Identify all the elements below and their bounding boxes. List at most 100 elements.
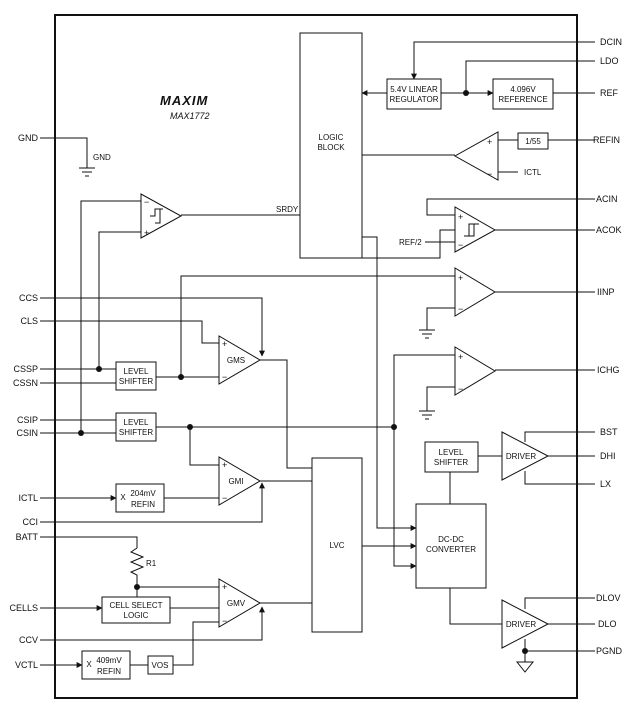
- wire-acin: [426, 198, 595, 216]
- label-internal-gnd: GND: [93, 153, 111, 162]
- level-shifter-2: [115, 412, 157, 442]
- acok-comparator: [454, 206, 497, 253]
- pin-csin: CSIN: [16, 428, 38, 438]
- reference-label: REFERENCE: [498, 95, 547, 104]
- wire-dcdc-driver-low: [449, 588, 502, 625]
- pin-ccs: CCS: [19, 293, 38, 303]
- pin-batt: BATT: [16, 532, 39, 542]
- svg-text:−: −: [458, 240, 463, 250]
- iinp-amp: [454, 267, 496, 317]
- wire-batt: [40, 536, 138, 548]
- wire-srdy-in1: [80, 200, 141, 433]
- linear-regulator-label: 5.4V LINEAR: [390, 85, 438, 94]
- mult-409-label: REFIN: [97, 667, 121, 676]
- level-shifter-3-label: SHIFTER: [434, 458, 468, 467]
- svg-text:+: +: [222, 460, 227, 470]
- pin-cssn: CSSN: [13, 378, 38, 388]
- level-shifter-2-label: LEVEL: [124, 418, 149, 427]
- pin-refin: REFIN: [593, 135, 620, 145]
- svg-text:−: −: [222, 372, 227, 382]
- mult-409-block: [81, 650, 131, 680]
- wire-gms-lvc: [260, 359, 312, 469]
- wire-ichg-gnd: [426, 386, 455, 411]
- linear-regulator-label: REGULATOR: [389, 95, 438, 104]
- driver-low-label: DRIVER: [506, 620, 536, 629]
- part-number: MAX1772: [170, 111, 210, 121]
- pin-csip: CSIP: [17, 415, 38, 425]
- cell-select-label: LOGIC: [124, 611, 149, 620]
- pin-cells: CELLS: [9, 603, 38, 613]
- wire-vos-gmv: [173, 621, 219, 666]
- level-shifter-1-label: SHIFTER: [119, 377, 153, 386]
- refin-amp: [453, 131, 499, 181]
- wire-cci: [40, 482, 265, 523]
- svg-text:−: −: [144, 197, 149, 207]
- chip-outline: [54, 14, 578, 699]
- gmi-label: GMI: [228, 477, 243, 486]
- vos-label: VOS: [152, 661, 169, 670]
- wire-ccv: [40, 606, 265, 641]
- resistor-r1: [129, 547, 145, 587]
- cell-select-block: [101, 596, 171, 624]
- mult-204-label: 204mV: [130, 489, 156, 498]
- wire-ldo-pin: [465, 60, 595, 93]
- div55-label: 1/55: [525, 137, 541, 146]
- wire-ls2-gmi: [189, 427, 219, 466]
- junction-dots: [78, 90, 528, 654]
- ichg-amp: [454, 346, 496, 396]
- level-shifter-1: [115, 361, 157, 391]
- pin-acin: ACIN: [596, 194, 618, 204]
- hysteresis-icon: [150, 208, 163, 224]
- pin-ictl: ICTL: [18, 493, 38, 503]
- srdy-comparator: [140, 193, 183, 239]
- maxim-logo: MAXIM: [160, 93, 209, 108]
- mult-409-label: 409mV: [96, 656, 122, 665]
- wire-gnd: [40, 137, 88, 168]
- pin-dlo: DLO: [598, 619, 617, 629]
- driver-high-label: DRIVER: [506, 452, 536, 461]
- dcdc-label: DC-DC: [438, 535, 464, 544]
- driver-low: [501, 599, 550, 649]
- wire-cls: [40, 320, 219, 344]
- amp-sign-labels: −+ +− +− +− +− +− +− +−: [144, 137, 492, 626]
- svg-text:+: +: [144, 228, 149, 238]
- pin-cci: CCI: [23, 517, 39, 527]
- logic-block-label: BLOCK: [317, 143, 345, 152]
- wire-ichg-in: [393, 354, 455, 569]
- pin-ldo: LDO: [600, 56, 619, 66]
- pin-gnd: GND: [18, 133, 39, 143]
- hysteresis-icon: [464, 223, 479, 237]
- svg-text:−: −: [487, 169, 492, 179]
- wire-iinp-in: [180, 275, 455, 377]
- dcdc-label: CONVERTER: [426, 545, 476, 554]
- level-shifter-3-label: LEVEL: [439, 448, 464, 457]
- wire-lx: [524, 471, 595, 485]
- svg-text:−: −: [458, 304, 463, 314]
- reference-label: 4.096V: [510, 85, 536, 94]
- svg-text:+: +: [458, 352, 463, 362]
- svg-text:+: +: [222, 339, 227, 349]
- pin-acok: ACOK: [596, 225, 622, 235]
- reference-block: [492, 78, 554, 110]
- mult-204-label: REFIN: [131, 500, 155, 509]
- wire-dlov: [524, 597, 595, 609]
- wire-logic-dcdc: [362, 236, 417, 531]
- pin-lx: LX: [600, 479, 611, 489]
- svg-text:+: +: [458, 212, 463, 222]
- svg-text:−: −: [458, 384, 463, 394]
- wire-dcin: [411, 41, 595, 80]
- pin-pgnd: PGND: [596, 646, 623, 656]
- logic-block: [299, 32, 363, 259]
- level-shifter-3: [424, 441, 479, 473]
- pin-ichg: ICHG: [597, 365, 620, 375]
- div55-block: [517, 132, 549, 150]
- pin-bst: BST: [600, 427, 618, 437]
- wire-srdy-in2: [98, 231, 141, 369]
- gmi-amp: [218, 456, 261, 506]
- pin-cls: CLS: [20, 316, 38, 326]
- label-ref2: REF/2: [399, 238, 422, 247]
- wire-ccs: [40, 297, 265, 357]
- level-shifter-1-label: LEVEL: [124, 367, 149, 376]
- mult-409-label: X: [86, 660, 92, 669]
- pin-ccv: CCV: [19, 635, 38, 645]
